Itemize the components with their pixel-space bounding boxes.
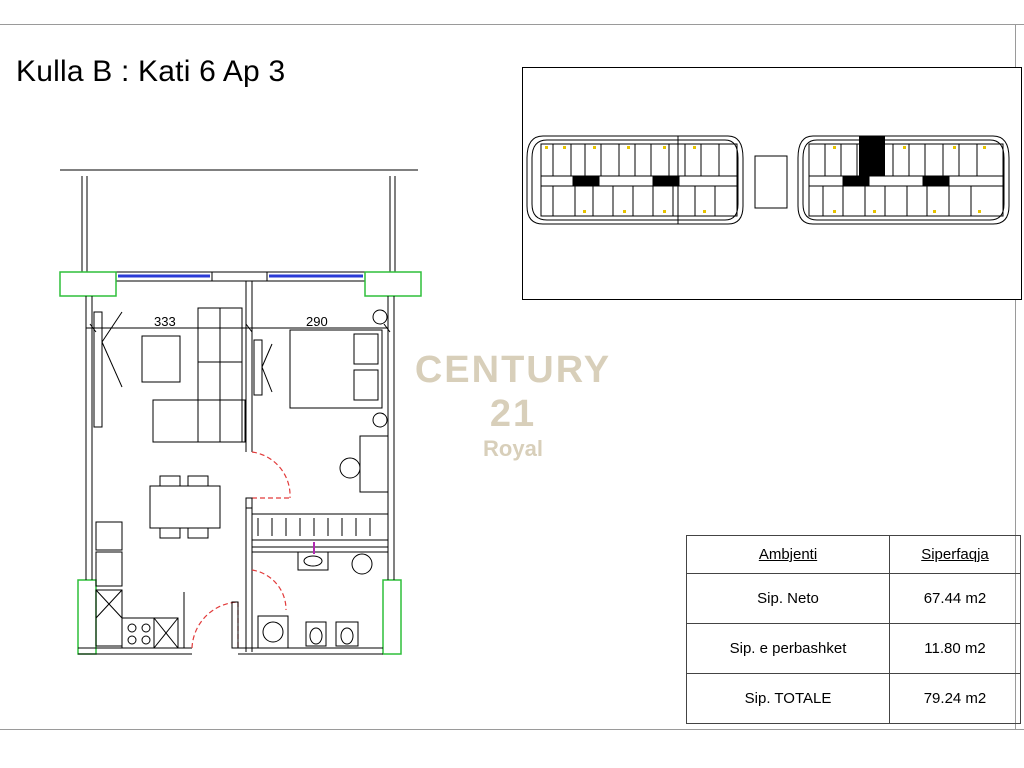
row-label: Sip. Neto <box>686 573 890 624</box>
dimension-living: 333 <box>154 314 176 329</box>
walls <box>78 281 395 655</box>
key-plan-markers <box>545 146 986 213</box>
frame-right-line <box>1015 24 1016 730</box>
dimension-lines <box>86 323 391 333</box>
table-row: Sip. Neto 67.44 m2 <box>686 573 1021 624</box>
highlighted-apartment <box>859 136 885 176</box>
row-value: 79.24 m2 <box>889 673 1021 724</box>
table-header-row: Ambjenti Siperfaqja <box>686 535 1021 574</box>
row-value: 67.44 m2 <box>889 573 1021 624</box>
building-block-left <box>526 135 744 225</box>
balcony <box>60 169 418 272</box>
row-value: 11.80 m2 <box>889 623 1021 674</box>
building-core <box>754 155 788 209</box>
header-ambjenti: Ambjenti <box>686 535 890 574</box>
balcony-doors <box>93 311 273 428</box>
floor-plan: 333 290 <box>58 162 428 667</box>
floor-plan-drawing: 333 290 <box>59 169 422 655</box>
header-siperfaqja: Siperfaqja <box>889 535 1021 574</box>
bedroom-furniture <box>289 309 389 493</box>
key-plan <box>522 67 1022 300</box>
building-block-right <box>797 135 1010 225</box>
page-title: Kulla B : Kati 6 Ap 3 <box>16 55 286 88</box>
frame-top-line <box>0 24 1024 25</box>
door-leaves <box>231 497 253 649</box>
area-table: Ambjenti Siperfaqja Sip. Neto 67.44 m2 S… <box>686 535 1021 724</box>
table-row: Sip. e perbashket 11.80 m2 <box>686 623 1021 674</box>
dining-set <box>149 475 221 539</box>
kitchen-counter <box>95 521 185 649</box>
dimension-bedroom: 290 <box>306 314 328 329</box>
doors <box>191 451 291 649</box>
structural-columns <box>59 271 422 655</box>
frame-bottom-line <box>0 729 1024 730</box>
bathroom-fixtures <box>257 551 373 649</box>
living-furniture <box>141 307 246 443</box>
row-label: Sip. TOTALE <box>686 673 890 724</box>
row-label: Sip. e perbashket <box>686 623 890 674</box>
wardrobe <box>251 513 389 541</box>
table-row: Sip. TOTALE 79.24 m2 <box>686 673 1021 724</box>
key-plan-drawing <box>526 135 1010 225</box>
windows <box>115 271 366 282</box>
